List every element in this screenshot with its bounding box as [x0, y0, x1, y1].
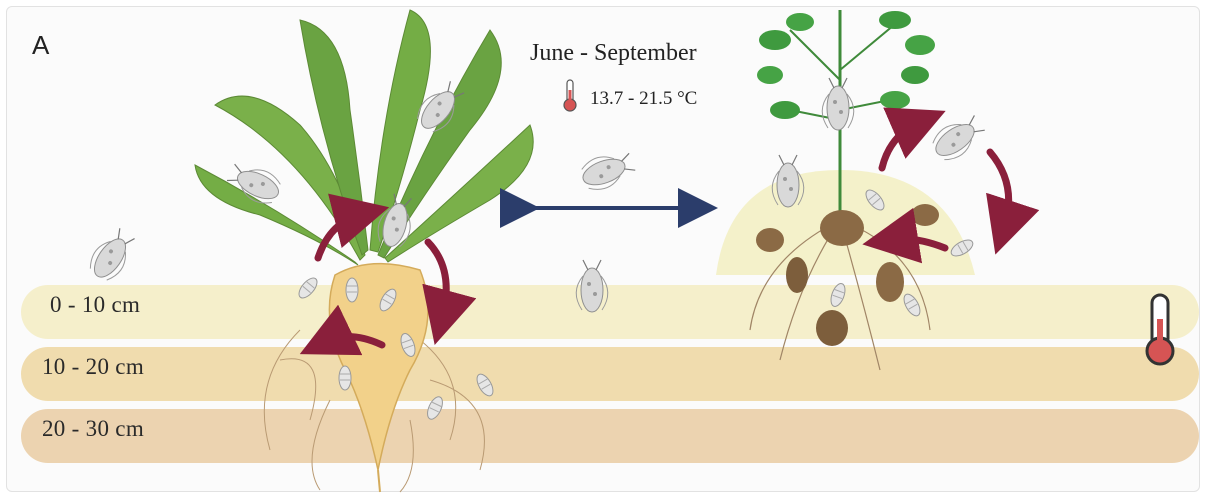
sugar-beet-root — [264, 264, 484, 492]
potato-plant — [716, 10, 975, 370]
thermometer-icon — [1147, 295, 1173, 364]
thermometer-icon — [564, 80, 576, 111]
beet-leaves — [195, 10, 533, 265]
